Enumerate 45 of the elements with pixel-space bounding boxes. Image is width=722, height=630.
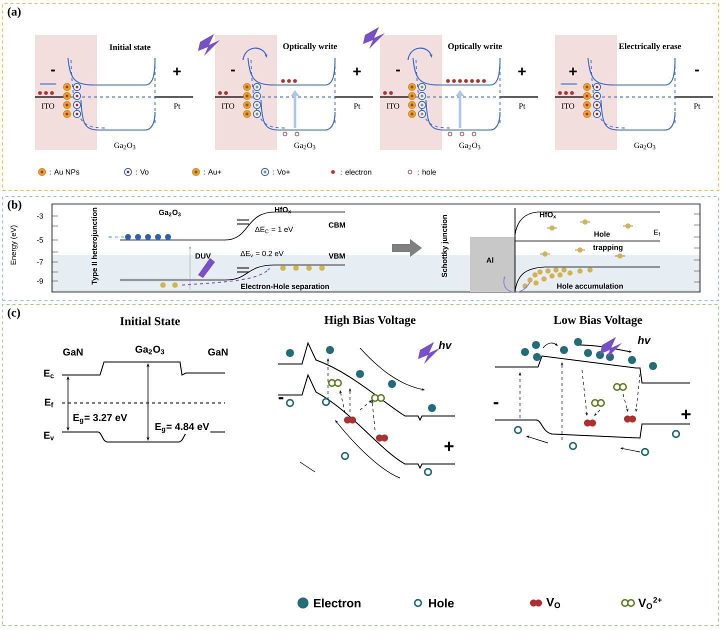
legend-entry: Hole — [414, 598, 454, 608]
electrode-label: ITO — [42, 103, 54, 109]
bias-label: High Bias Voltage — [324, 316, 416, 326]
state-label: Electrically erase — [618, 43, 682, 51]
bias-label: Low Bias Voltage — [554, 316, 642, 326]
level-label: E$_{f}$ — [44, 398, 54, 408]
polarity-sign: + — [353, 68, 361, 76]
material-label: Ga$_{2}$O$_{3}$ — [459, 142, 480, 150]
polarity-sign: - — [494, 402, 498, 404]
polarity-sign: + — [682, 410, 691, 419]
electrode-label: ITO — [562, 103, 574, 109]
photon-label: hv — [438, 341, 452, 349]
state-label: Optically write — [283, 43, 338, 51]
level-label: E$_{v}$ — [44, 432, 54, 440]
polarity-sign: + — [173, 68, 181, 76]
material-label: Ga$_{2}$O$_{3}$ — [294, 142, 316, 150]
state-label: Initial state — [110, 44, 150, 50]
gap-label: E$_{g}$= 3.27 eV — [72, 413, 128, 425]
state-label: Optically write — [448, 43, 502, 51]
polarity-sign: - — [396, 70, 400, 72]
electrode-label: Pt — [354, 103, 360, 109]
electrode-label: ITO — [222, 103, 234, 109]
electrode-label: Pt — [174, 103, 180, 109]
polarity-sign: - — [231, 70, 235, 72]
material-label: Ga$_{2}$O$_{3}$ — [135, 346, 164, 354]
polarity-sign: + — [444, 442, 454, 451]
polarity-sign: - — [695, 70, 699, 72]
photon-label: hv — [638, 336, 651, 344]
material-label: Ga$_{2}$O$_{3}$ — [114, 142, 136, 150]
material-label: GaN — [208, 348, 228, 356]
electrode-label: Pt — [518, 103, 526, 109]
state-label: Initial State — [120, 316, 180, 326]
polarity-sign: + — [518, 68, 526, 76]
polarity-sign: - — [278, 397, 284, 400]
electrode-label: Pt — [694, 103, 700, 109]
legend-entry: V$_{O}$2+ — [621, 597, 662, 609]
legend-entry: Electron — [298, 598, 360, 608]
gap-label: E$_{g}$= 4.84 eV — [154, 422, 210, 434]
legend-entry: V$_{O}$ — [530, 598, 560, 608]
material-label: GaN — [63, 348, 83, 356]
material-label: Ga$_{2}$O$_{3}$ — [634, 142, 656, 150]
polarity-sign: + — [569, 68, 577, 76]
polarity-sign: - — [51, 70, 55, 72]
electrode-label: ITO — [386, 103, 400, 109]
level-label: E$_{c}$ — [44, 370, 54, 378]
